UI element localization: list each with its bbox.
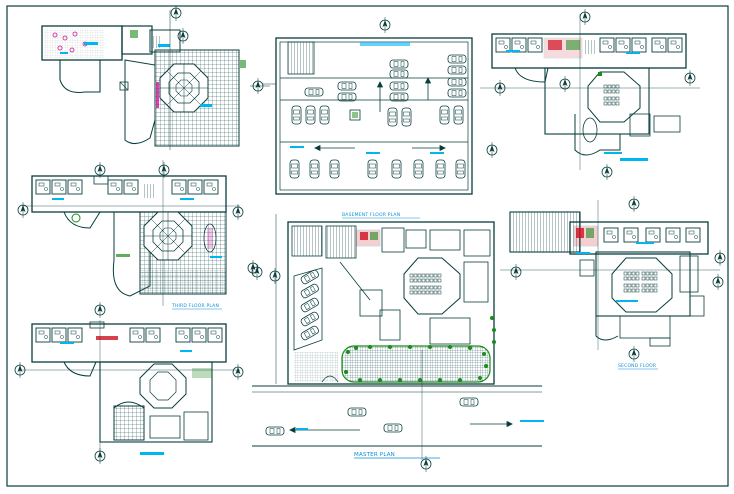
top-left-floor-plan (41, 4, 270, 179)
sheet-border (6, 5, 729, 487)
basement-parking-plan (262, 16, 498, 195)
top-right-floor-plan (480, 8, 700, 181)
second-floor-plan: SECOND FLOOR (500, 195, 726, 370)
master-plan: BASEMENT FLOOR PLAN MASTER PLAN (251, 212, 544, 473)
garden-area (341, 345, 491, 383)
bottom-left-floor-plan (14, 301, 244, 465)
second-floor-label: SECOND FLOOR (618, 363, 656, 369)
master-plan-label: MASTER PLAN (354, 452, 395, 458)
third-floor-label: THIRD FLOOR PLAN (171, 303, 219, 309)
basement-floor-label: BASEMENT FLOOR PLAN (342, 212, 400, 218)
third-floor-plan: THIRD FLOOR PLAN (17, 160, 259, 310)
